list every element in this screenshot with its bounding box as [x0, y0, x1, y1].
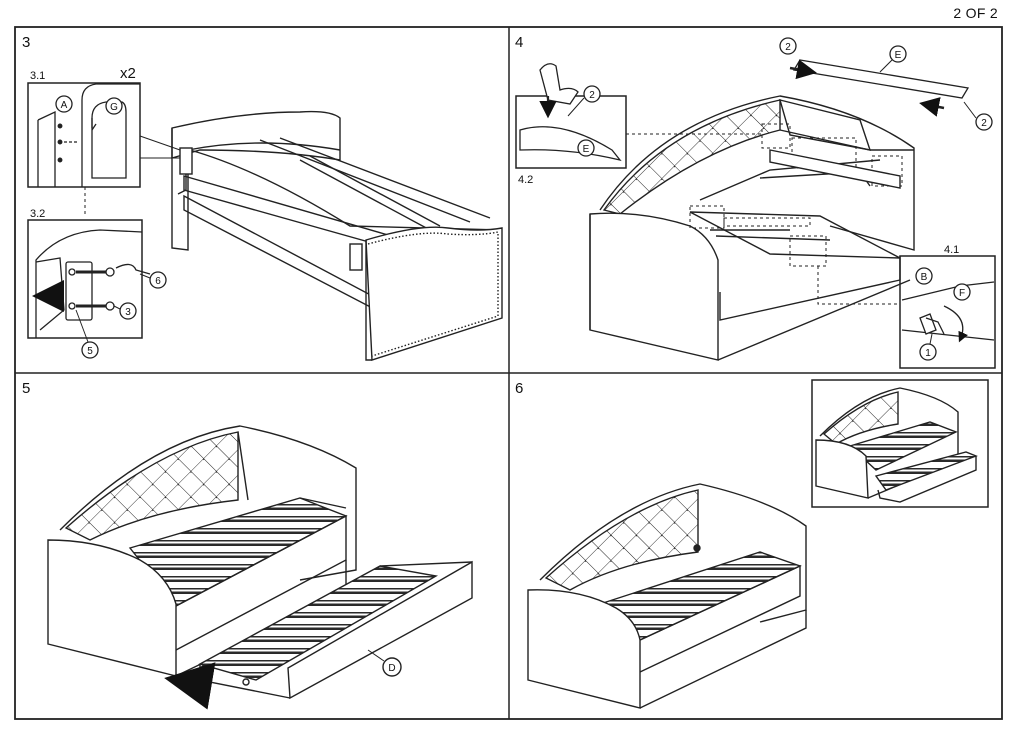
slat-exploded: 2 E 2 — [779, 37, 993, 131]
page-number: 2 OF 2 — [953, 5, 998, 21]
detail-4-1-label: 4.1 — [944, 244, 959, 256]
step-6-panel — [527, 379, 989, 709]
callout-e: E — [895, 50, 902, 61]
bed-frame-exploded — [171, 110, 503, 361]
step-3-number: 3 — [22, 34, 30, 51]
panel-grid — [14, 26, 1003, 720]
callout-circle — [975, 113, 993, 131]
multiplier-label: x2 — [120, 65, 136, 82]
callout-circle — [889, 45, 907, 63]
callout-circle — [105, 97, 123, 115]
detail-4-2-label: 4.2 — [518, 174, 533, 186]
callout-f: F — [959, 288, 965, 299]
daybed-frame — [589, 95, 915, 361]
callout-g: G — [110, 102, 118, 113]
step-numbers: 3 4 5 6 — [22, 34, 523, 397]
callout-circle — [577, 139, 595, 157]
callout-a: A — [61, 100, 68, 111]
daybed-assembled — [527, 483, 807, 709]
callout-5: 5 — [87, 346, 93, 357]
detail-3-1: 3.1 x2 A G — [27, 65, 182, 188]
step-5-panel: D — [47, 425, 473, 710]
step-4-number: 4 — [515, 34, 523, 51]
callout-circle — [382, 657, 402, 677]
daybed-with-trundle: D — [47, 425, 473, 710]
step-5-number: 5 — [22, 380, 30, 397]
callout-d: D — [388, 663, 395, 674]
callout-3: 3 — [125, 307, 131, 318]
callout-circle — [81, 341, 99, 359]
callout-circle — [119, 302, 137, 320]
detail-3-2-label: 3.2 — [30, 208, 45, 220]
detail-3-1-label: 3.1 — [30, 70, 45, 82]
trundle-drawer — [198, 560, 473, 700]
callout-b: B — [921, 272, 928, 283]
callout-2: 2 — [981, 118, 987, 129]
callout-circle — [915, 267, 933, 285]
callout-circle — [919, 343, 937, 361]
step-6-number: 6 — [515, 380, 523, 397]
callout-e: E — [583, 144, 590, 155]
callout-6: 6 — [155, 276, 161, 287]
step-3-panel: 3.1 x2 A G 3.2 — [27, 65, 503, 361]
callout-2: 2 — [589, 90, 595, 101]
detail-4-2: 4.2 2 E — [515, 63, 627, 186]
detail-3-2: 3.2 6 3 5 — [27, 208, 167, 359]
callout-circle — [55, 95, 73, 113]
callout-circle — [779, 37, 797, 55]
inset-trundle-view — [811, 379, 989, 508]
callout-circle — [953, 283, 971, 301]
callout-circle — [583, 85, 601, 103]
callout-2: 2 — [785, 42, 791, 53]
callout-circle — [149, 271, 167, 289]
detail-4-1: 4.1 B F 1 — [899, 244, 996, 369]
callout-1: 1 — [925, 348, 931, 359]
step-4-panel: 4.2 2 E 2 E 2 — [515, 37, 996, 369]
